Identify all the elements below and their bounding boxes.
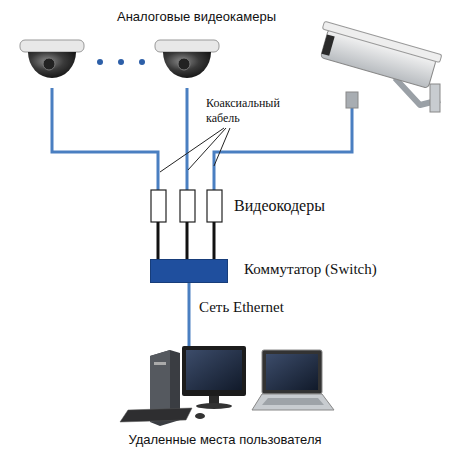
edge-label: Сеть Ethernet bbox=[199, 299, 284, 316]
ellipsis-dots bbox=[97, 59, 145, 65]
node-text: Коммутатор (Switch) bbox=[244, 261, 377, 278]
user-workstations: Удаленные места пользователя bbox=[110, 346, 340, 450]
ethernet-link bbox=[188, 283, 191, 346]
encoder-label: Видеокодеры bbox=[234, 197, 325, 215]
encoder-link bbox=[158, 222, 214, 259]
node-text: Удаленные места пользователя bbox=[110, 432, 340, 447]
dome-camera bbox=[155, 40, 219, 78]
switch-box: Коммутатор (Switch) bbox=[150, 259, 228, 283]
dome-camera bbox=[20, 40, 84, 78]
camera-group-title: Аналоговые видеокамеры bbox=[117, 9, 276, 24]
coaxial-cable bbox=[52, 88, 352, 190]
leader-line bbox=[160, 128, 230, 172]
cable-label: Коаксиальный кабель bbox=[206, 96, 288, 126]
desktop-computer bbox=[120, 346, 246, 426]
bullet-camera bbox=[315, 21, 442, 112]
video-encoder bbox=[151, 190, 222, 222]
laptop-computer bbox=[252, 350, 334, 410]
